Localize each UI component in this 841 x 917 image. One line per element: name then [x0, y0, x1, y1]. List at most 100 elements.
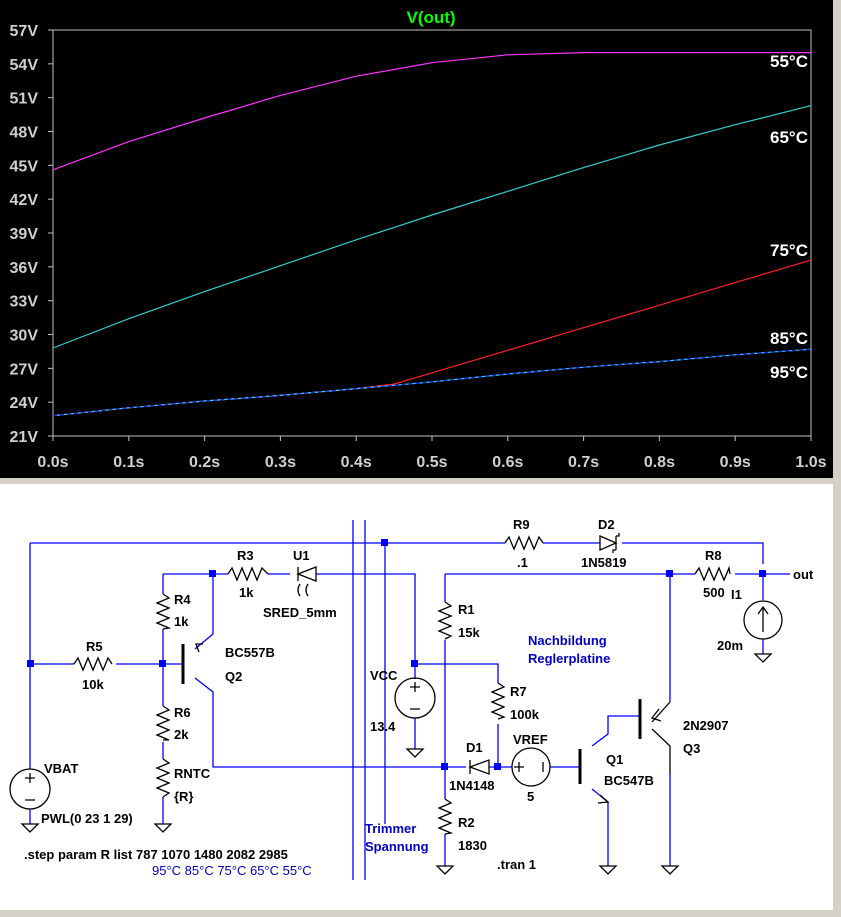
r2-value: 1830	[458, 838, 487, 853]
wires	[29, 542, 790, 866]
x-tick-label: 0.7s	[568, 454, 599, 471]
q1-arrow	[597, 794, 610, 804]
vbat-name: VBAT	[44, 761, 78, 776]
y-tick-label: 42V	[10, 192, 39, 209]
vbat-symbol	[9, 768, 51, 810]
i1-value: 20m	[717, 638, 743, 653]
q2-value: BC557B	[225, 645, 275, 660]
d2-symbol	[599, 533, 620, 553]
vref-symbol	[511, 747, 551, 787]
y-tick-label: 54V	[10, 57, 39, 74]
u1-light-arrows	[297, 583, 309, 597]
traces	[52, 52, 812, 417]
y-tick-label: 33V	[10, 294, 39, 311]
vcc-name: VCC	[370, 668, 398, 683]
vcc-value: 13.4	[370, 719, 396, 734]
r6-value: 2k	[174, 727, 189, 742]
q1-name: Q1	[606, 752, 623, 767]
r3-name: R3	[237, 548, 254, 563]
q3-value: 2N2907	[683, 718, 729, 733]
waveform-plot[interactable]: V(out) 57V54V51V48V45V42V39V36V33V30V27V…	[0, 0, 841, 478]
r8-symbol	[694, 565, 731, 582]
trace-85c[interactable]	[52, 348, 812, 417]
vref-name: VREF	[513, 732, 548, 747]
y-tick-label: 39V	[10, 226, 39, 243]
r2-name: R2	[458, 815, 475, 830]
comment-nachbildung: Nachbildung	[528, 633, 607, 648]
y-tick-label: 21V	[10, 429, 39, 446]
r7-value: 100k	[510, 707, 540, 722]
q2-name: Q2	[225, 669, 242, 684]
tran-directive: .tran 1	[497, 857, 536, 872]
u1-name: U1	[293, 548, 310, 563]
r3-symbol	[227, 566, 269, 582]
junctions	[27, 539, 766, 770]
x-tick-label: 0.8s	[644, 454, 675, 471]
comment-spannung: Spannung	[365, 839, 429, 854]
r8-name: R8	[705, 548, 722, 563]
d1-value: 1N4148	[449, 778, 495, 793]
y-tick-label: 24V	[10, 395, 39, 412]
schematic[interactable]: R9 .1 D2 1N5819 R3 1k U1 SRED_5mm R8 500…	[0, 484, 833, 910]
r9-symbol	[504, 535, 544, 551]
y-tick-label: 36V	[10, 260, 39, 277]
r5-name: R5	[86, 639, 103, 654]
r6-symbol	[155, 705, 171, 741]
schematic-pane[interactable]: R9 .1 D2 1N5819 R3 1k U1 SRED_5mm R8 500…	[0, 484, 833, 910]
r1-name: R1	[458, 602, 475, 617]
r3-value: 1k	[239, 585, 254, 600]
trace-label-85c: 85°C	[770, 329, 808, 348]
x-tick-label: 0.0s	[37, 454, 68, 471]
d2-value: 1N5819	[581, 555, 627, 570]
q3-ground	[660, 865, 680, 875]
out-net-label: out	[793, 567, 814, 582]
step-directive: .step param R list 787 1070 1480 2082 29…	[24, 847, 288, 862]
x-tick-label: 0.1s	[113, 454, 144, 471]
d1-symbol	[468, 759, 490, 775]
x-tick-label: 0.2s	[189, 454, 220, 471]
i1-symbol	[743, 600, 783, 640]
u1-symbol	[296, 566, 317, 582]
separator-lines	[352, 520, 366, 880]
y-tick-label: 51V	[10, 91, 39, 108]
r5-symbol	[73, 656, 113, 672]
r6-name: R6	[174, 705, 191, 720]
trace-75c[interactable]	[52, 259, 812, 417]
x-tick-label: 0.6s	[492, 454, 523, 471]
trace-95c[interactable]	[52, 348, 812, 417]
q3-arrow	[650, 708, 662, 722]
r4-symbol	[155, 593, 172, 630]
trace-55c[interactable]	[52, 52, 811, 171]
d2-name: D2	[598, 517, 615, 532]
x-tick-label: 0.3s	[265, 454, 296, 471]
plot-title[interactable]: V(out)	[406, 8, 455, 27]
comment-reglerplatine: Reglerplatine	[528, 651, 610, 666]
x-tick-label: 0.4s	[341, 454, 372, 471]
r2-ground	[435, 865, 455, 875]
r4-value: 1k	[174, 614, 189, 629]
r1-symbol	[437, 601, 453, 640]
temps-comment: 95°C 85°C 75°C 65°C 55°C	[152, 863, 312, 878]
u1-value: SRED_5mm	[263, 605, 337, 620]
plot-window-frame	[833, 0, 841, 478]
r7-symbol	[490, 682, 506, 720]
rntc-symbol	[155, 758, 171, 798]
rntc-name: RNTC	[174, 766, 211, 781]
r8-value: 500	[703, 585, 725, 600]
comment-trimmer: Trimmer	[365, 821, 416, 836]
r9-value: .1	[517, 555, 528, 570]
rntc-value: {R}	[174, 789, 194, 804]
r5-value: 10k	[82, 677, 104, 692]
window-bottom-frame	[0, 910, 841, 917]
vbat-value: PWL(0 23 1 29)	[41, 811, 133, 826]
r7-name: R7	[510, 684, 527, 699]
vref-value: 5	[527, 789, 534, 804]
x-tick-label: 0.9s	[720, 454, 751, 471]
y-tick-label: 27V	[10, 361, 39, 378]
vcc-symbol	[394, 677, 436, 719]
schematic-window-frame	[833, 484, 841, 917]
rntc-ground	[153, 823, 173, 833]
trace-65c[interactable]	[52, 105, 812, 349]
